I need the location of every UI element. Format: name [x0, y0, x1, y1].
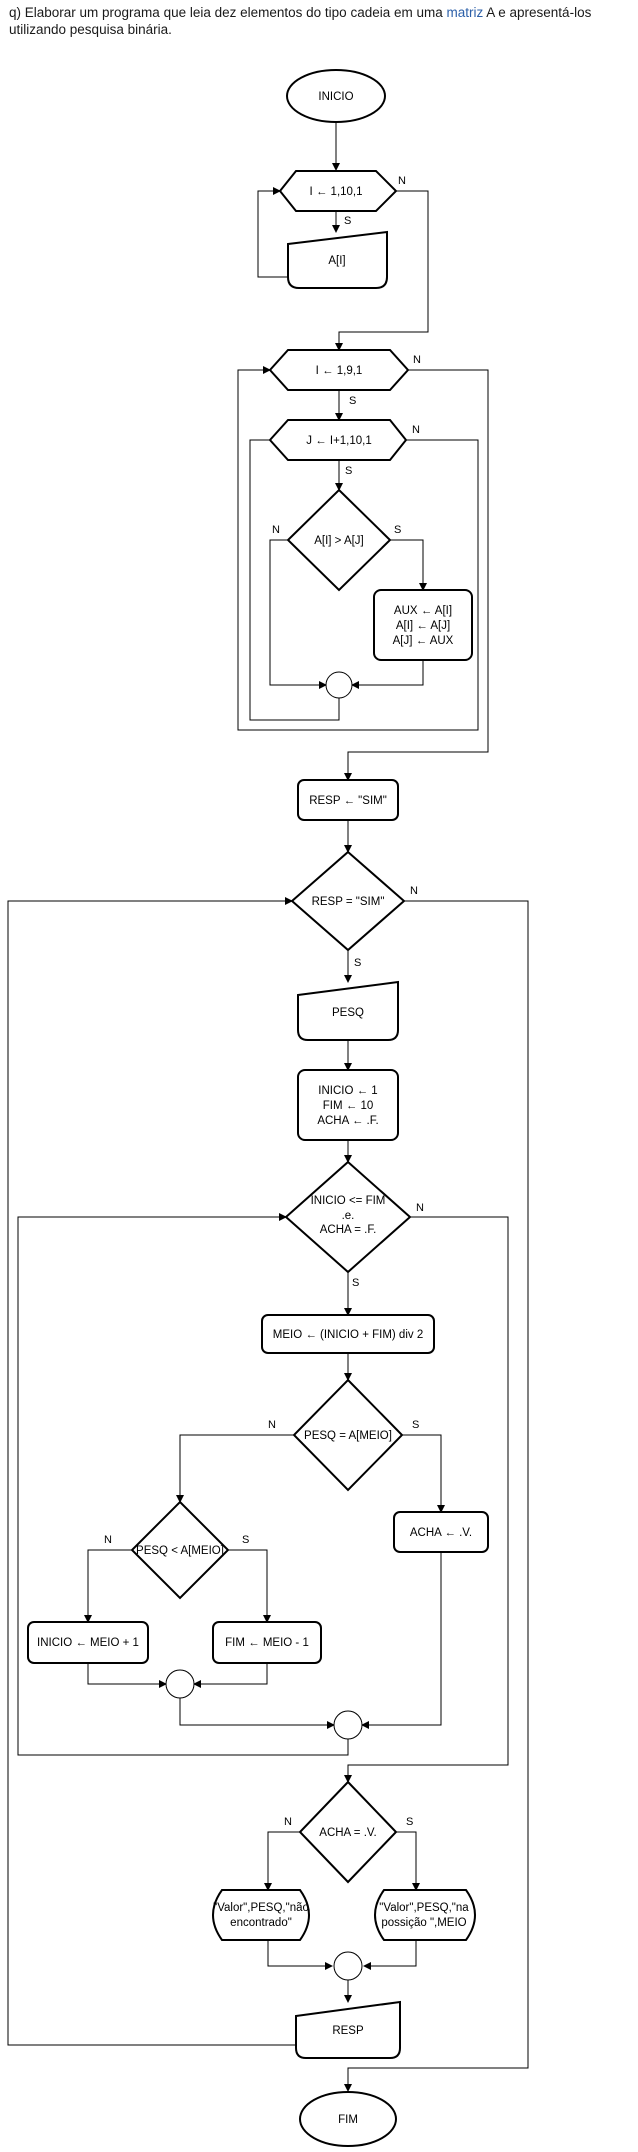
process-resp-init: RESP ← "SIM"	[297, 779, 399, 821]
start-terminal: INICIO	[286, 69, 386, 123]
input-read-pesq: PESQ	[297, 980, 399, 1041]
decision-less: PESQ < A[MEIO]	[130, 1500, 230, 1600]
decision-equal: PESQ = A[MEIO]	[292, 1378, 404, 1492]
svg-text:PESQ: PESQ	[332, 1007, 364, 1019]
input-read-a: A[I]	[287, 230, 388, 289]
svg-text:FIM ← MEIO - 1: FIM ← MEIO - 1	[225, 1637, 309, 1649]
flow-edges	[7, 122, 529, 2092]
loop-j-no-label: N	[412, 424, 420, 436]
svg-text:INICIO: INICIO	[318, 91, 353, 103]
svg-text:"Valor",PESQ,"não: "Valor",PESQ,"não	[213, 1902, 309, 1914]
loop-i: I ← 1,9,1	[268, 349, 410, 391]
svg-text:RESP ← "SIM": RESP ← "SIM"	[309, 795, 387, 807]
process-calc-meio: MEIO ← (INICIO + FIM) div 2	[261, 1314, 435, 1354]
svg-text:.e.: .e.	[342, 1210, 355, 1222]
decision-swap-no-label: N	[272, 524, 280, 536]
decision-equal-no-label: N	[268, 1419, 276, 1431]
svg-text:INICIO ← 1: INICIO ← 1	[318, 1085, 377, 1097]
decision-resp: RESP = "SIM"	[290, 850, 406, 952]
decision-swap: A[I] > A[J]	[286, 488, 392, 592]
svg-text:ACHA ← .V.: ACHA ← .V.	[410, 1527, 472, 1539]
loop-read-no-label: N	[398, 175, 406, 187]
exercise-statement: q) Elaborar um programa que leia dez ele…	[9, 4, 634, 38]
decision-swap-yes-label: S	[394, 524, 401, 536]
decision-less-no-label: N	[104, 1534, 112, 1546]
svg-text:FIM: FIM	[338, 2114, 358, 2126]
decision-search-no-label: N	[416, 1202, 424, 1214]
decision-resp-no-label: N	[410, 885, 418, 897]
end-terminal: FIM	[299, 2091, 397, 2147]
output-found: "Valor",PESQ,"na possição ",MEIO	[374, 1889, 476, 1941]
svg-text:AUX ← A[I]: AUX ← A[I]	[394, 605, 452, 617]
connector-swap	[325, 671, 353, 699]
loop-read: I ← 1,10,1	[278, 170, 398, 212]
svg-text:PESQ = A[MEIO]: PESQ = A[MEIO]	[304, 1430, 392, 1442]
loop-read-yes-label: S	[344, 215, 351, 227]
process-swap: AUX ← A[I] A[I] ← A[J] A[J] ← AUX	[373, 589, 473, 661]
svg-text:FIM ← 10: FIM ← 10	[323, 1100, 373, 1112]
svg-text:MEIO ← (INICIO + FIM) div 2: MEIO ← (INICIO + FIM) div 2	[273, 1329, 423, 1341]
decision-acha: ACHA = .V.	[298, 1780, 398, 1884]
decision-acha-yes-label: S	[406, 1816, 413, 1828]
connector-acha	[333, 1951, 363, 1981]
svg-text:J ← I+1,10,1: J ← I+1,10,1	[306, 435, 372, 447]
svg-text:ACHA = .F.: ACHA = .F.	[320, 1224, 377, 1236]
statement-link-matriz[interactable]: matriz	[446, 5, 484, 20]
connector-less	[165, 1669, 195, 1699]
decision-search-yes-label: S	[352, 1277, 359, 1289]
svg-text:encontrado": encontrado"	[230, 1917, 292, 1929]
svg-text:PESQ < A[MEIO]: PESQ < A[MEIO]	[136, 1545, 224, 1557]
svg-text:"Valor",PESQ,"na: "Valor",PESQ,"na	[379, 1902, 469, 1914]
statement-text-1: q) Elaborar um programa que leia dez ele…	[9, 5, 447, 20]
statement-text-2: A e apresentá-los utilizando pesquisa bi…	[9, 5, 592, 37]
process-init-search: INICIO ← 1 FIM ← 10 ACHA ← .F.	[297, 1069, 399, 1141]
svg-text:A[I] ← A[J]: A[I] ← A[J]	[396, 620, 450, 632]
loop-j: J ← I+1,10,1	[268, 419, 408, 461]
svg-text:INICIO ← MEIO + 1: INICIO ← MEIO + 1	[37, 1637, 139, 1649]
decision-acha-no-label: N	[284, 1816, 292, 1828]
svg-text:possição ",MEIO: possição ",MEIO	[381, 1917, 466, 1929]
process-set-fim: FIM ← MEIO - 1	[212, 1621, 322, 1664]
svg-text:ACHA ← .F.: ACHA ← .F.	[317, 1115, 378, 1127]
svg-text:I ← 1,10,1: I ← 1,10,1	[309, 186, 362, 198]
output-not-found: "Valor",PESQ,"não encontrado"	[212, 1889, 310, 1941]
loop-i-no-label: N	[413, 354, 421, 366]
svg-text:INICIO <= FIM: INICIO <= FIM	[311, 1195, 386, 1207]
svg-text:RESP = "SIM": RESP = "SIM"	[312, 896, 385, 908]
connector-equal	[333, 1710, 363, 1740]
decision-search: INICIO <= FIM .e. ACHA = .F.	[284, 1160, 412, 1274]
svg-text:A[J] ← AUX: A[J] ← AUX	[393, 635, 454, 647]
loop-j-yes-label: S	[345, 465, 352, 477]
loop-i-yes-label: S	[349, 395, 356, 407]
svg-text:A[I] > A[J]: A[I] > A[J]	[314, 535, 364, 547]
input-read-resp: RESP	[295, 2000, 401, 2059]
decision-less-yes-label: S	[242, 1534, 249, 1546]
svg-text:RESP: RESP	[332, 2025, 364, 2037]
svg-text:A[I]: A[I]	[328, 255, 345, 267]
process-set-acha: ACHA ← .V.	[393, 1511, 489, 1553]
svg-text:I ← 1,9,1: I ← 1,9,1	[316, 365, 363, 377]
decision-equal-yes-label: S	[412, 1419, 419, 1431]
decision-resp-yes-label: S	[354, 957, 361, 969]
svg-text:ACHA = .V.: ACHA = .V.	[319, 1827, 376, 1839]
process-set-inicio: INICIO ← MEIO + 1	[27, 1621, 149, 1664]
